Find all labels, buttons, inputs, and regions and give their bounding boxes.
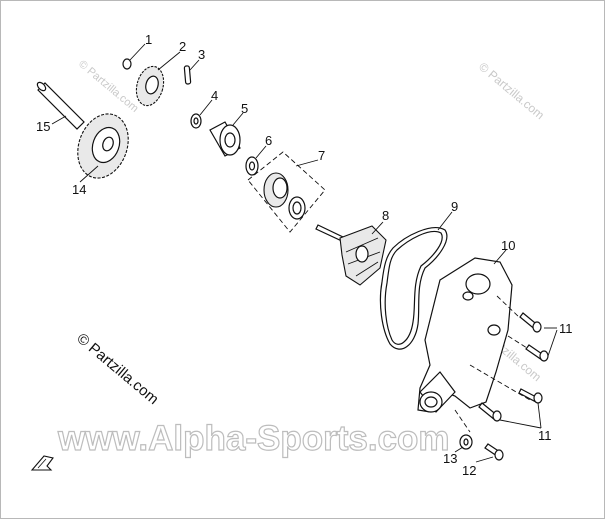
- part-12-drain-bolt: [484, 443, 504, 461]
- part-15-shaft: [36, 81, 85, 130]
- part-5-bearing: [209, 121, 241, 157]
- watermark-top-right: © Partzilla.com: [476, 60, 547, 123]
- part-4-washer: [190, 113, 202, 129]
- part-2-gear: [135, 65, 165, 107]
- watermark-left: © Partzilla.com: [73, 330, 161, 408]
- part-7-seal-set: [247, 151, 326, 233]
- callout-8: 8: [382, 208, 389, 223]
- callout-1: 1: [145, 32, 152, 47]
- part-9-gasket: [379, 227, 448, 350]
- alignment-lines: [454, 295, 531, 433]
- part-8-impeller: [315, 224, 387, 286]
- part-11-bolts: [478, 312, 549, 422]
- callout-10: 10: [501, 238, 515, 253]
- callout-3: 3: [198, 47, 205, 62]
- callout-6: 6: [265, 133, 272, 148]
- part-3-pin: [183, 65, 192, 85]
- callout-14: 14: [72, 182, 86, 197]
- leader-lines: [51, 43, 558, 463]
- callout-11-lower: 11: [538, 428, 552, 443]
- callout-2: 2: [179, 39, 186, 54]
- part-13-washer: [459, 434, 473, 450]
- part-1-clip: [122, 58, 132, 70]
- callout-13: 13: [443, 451, 457, 466]
- watermark-banner: www.Alpha-Sports.com: [57, 419, 450, 458]
- callout-4: 4: [211, 88, 218, 103]
- callouts: 1 2 3 4 5 6 7 8 9 10 11 11 12 13 14 15: [36, 32, 573, 478]
- callout-11-upper: 11: [559, 321, 573, 336]
- callout-9: 9: [451, 199, 458, 214]
- part-6-washer: [245, 156, 259, 176]
- part-14-gear: [77, 113, 129, 179]
- callout-12: 12: [462, 463, 476, 478]
- callout-7: 7: [318, 148, 325, 163]
- part-10-pump-cover: [417, 257, 513, 413]
- callout-15: 15: [36, 119, 50, 134]
- callout-5: 5: [241, 101, 248, 116]
- front-arrow-icon: [30, 455, 54, 471]
